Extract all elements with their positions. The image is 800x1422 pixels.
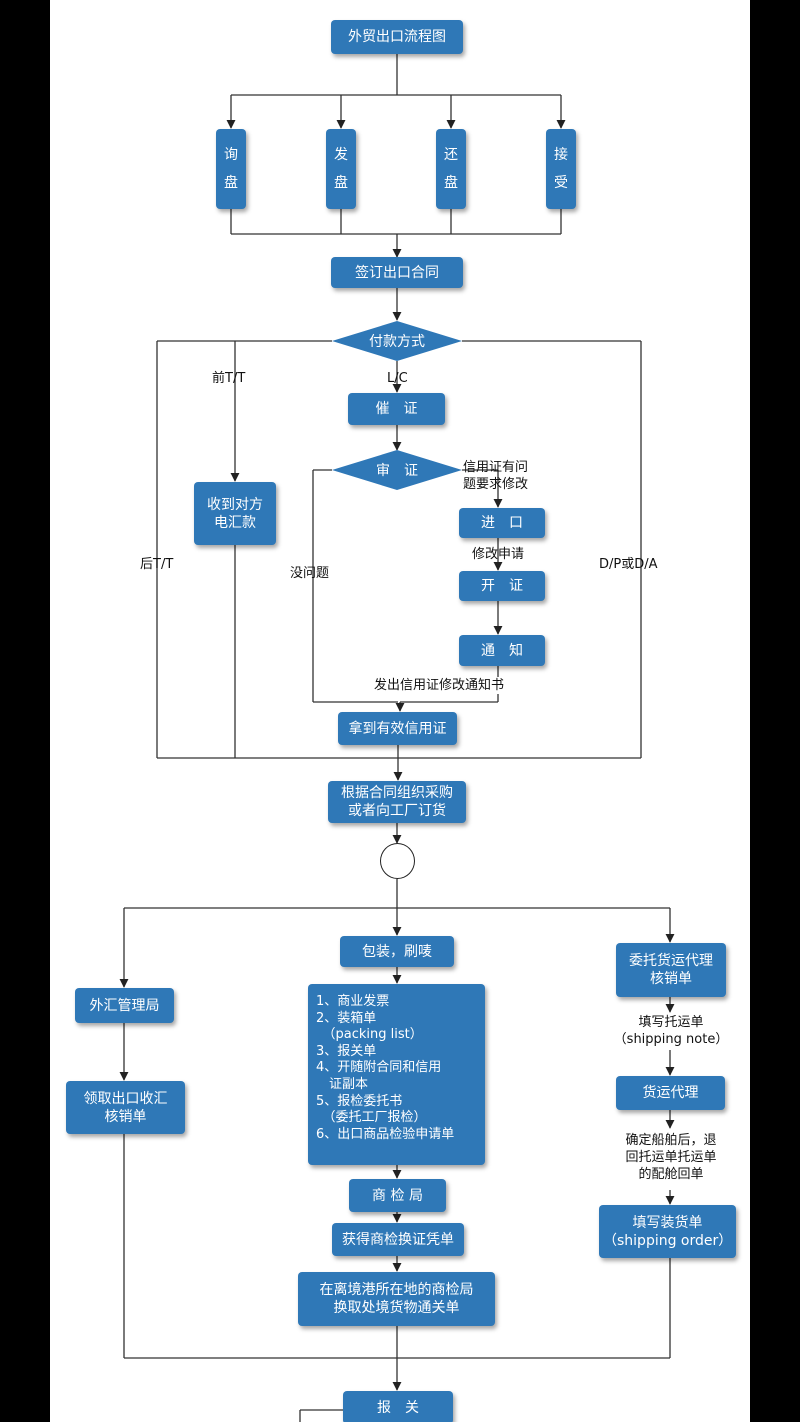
- inspection-bureau-box: 商 检 局: [349, 1179, 446, 1212]
- packing-box: 包装，刷唛: [340, 936, 454, 967]
- offer-char-1: 发: [334, 147, 348, 163]
- counter-offer-stage: 还 盘: [436, 129, 466, 209]
- flowchart-title: 外贸出口流程图: [331, 20, 463, 54]
- review-lc-diamond: [332, 450, 462, 490]
- document-item: 6、出口商品检验申请单: [316, 1126, 455, 1142]
- confirm-vessel-label: 确定船舶后，退 回托运单托运单 的配舱回单: [625, 1133, 717, 1182]
- review-lc-label: 审 证: [376, 463, 418, 479]
- entrust-agent-box: 委托货运代理 核销单: [616, 943, 726, 997]
- pre-tt-label: 前T/T: [212, 371, 246, 386]
- offer-char-2: 盘: [334, 175, 348, 191]
- document-item: 1、商业发票: [316, 994, 390, 1009]
- urge-lc-box: 催 证: [348, 393, 445, 425]
- counter-offer-char-2: 盘: [444, 175, 458, 191]
- post-tt-label: 后T/T: [140, 557, 174, 572]
- counter-offer-char-1: 还: [444, 147, 458, 163]
- shipping-note-label: 填写托运单 （shipping note）: [613, 1015, 729, 1047]
- document-item: （委托工厂报检）: [316, 1110, 427, 1126]
- customs-declaration-box: 报 关: [343, 1391, 453, 1422]
- forex-bureau-box: 外汇管理局: [75, 988, 174, 1023]
- freight-agent-box: 货运代理: [616, 1076, 725, 1110]
- document-item: 证副本: [316, 1076, 369, 1092]
- document-item: 5、报检委托书: [316, 1093, 403, 1109]
- notify-box: 通 知: [459, 635, 545, 666]
- payment-method-diamond: [332, 321, 462, 361]
- inquiry-stage: 询 盘: [216, 129, 246, 209]
- sign-contract-box: 签订出口合同: [331, 257, 463, 288]
- inquiry-char-1: 询: [224, 147, 238, 163]
- verification-box: 领取出口收汇 核销单: [66, 1081, 185, 1134]
- inquiry-char-2: 盘: [224, 175, 238, 191]
- amend-notice-label: 发出信用证修改通知书: [374, 678, 505, 693]
- junction-circle: [380, 843, 415, 879]
- clearance-slip-box: 在离境港所在地的商检局 换取处境货物通关单: [298, 1272, 495, 1326]
- acceptance-char-2: 受: [554, 175, 568, 191]
- receive-remittance-box: 收到对方 电汇款: [194, 482, 276, 545]
- document-item: 3、报关单: [316, 1043, 377, 1059]
- dp-da-label: D/P或D/A: [599, 557, 658, 572]
- no-problem-label: 没问题: [290, 566, 330, 581]
- document-item: 4、开随附合同和信用: [316, 1060, 442, 1076]
- document-item: （packing list）: [316, 1027, 423, 1043]
- lc-problem-label: 信用证有问 题要求修改: [463, 460, 529, 492]
- certificate-box: 获得商检换证凭单: [332, 1223, 464, 1256]
- acceptance-char-1: 接: [554, 147, 568, 163]
- amend-request-label: 修改申请: [472, 547, 525, 562]
- acceptance-stage: 接 受: [546, 129, 576, 209]
- lc-label: L/C: [387, 371, 408, 386]
- issue-lc-box: 开 证: [459, 571, 545, 601]
- shipping-order-box: 填写装货单 （shipping order）: [599, 1205, 736, 1258]
- payment-method-label: 付款方式: [369, 334, 425, 350]
- valid-lc-box: 拿到有效信用证: [338, 712, 457, 745]
- offer-stage: 发 盘: [326, 129, 356, 209]
- importer-box: 进 口: [459, 508, 545, 538]
- document-item: 2、装箱单: [316, 1010, 377, 1026]
- purchase-box: 根据合同组织采购 或者向工厂订货: [328, 781, 466, 823]
